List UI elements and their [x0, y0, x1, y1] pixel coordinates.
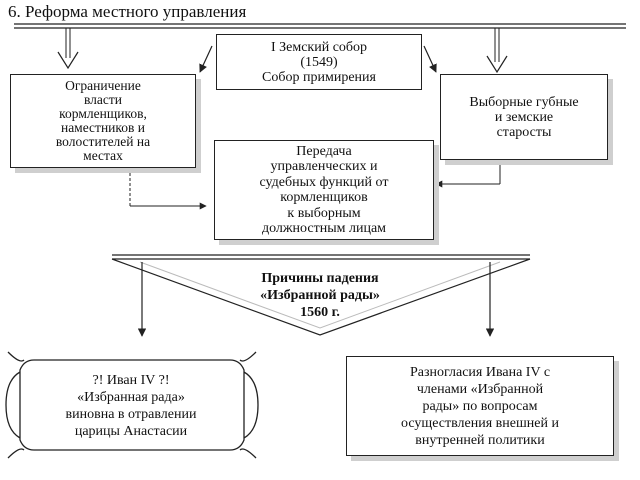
- cause-right-line-3: рады» по вопросам: [422, 398, 538, 414]
- center-box-line-6: должностным лицам: [261, 221, 387, 236]
- center-box-line-1: Передача: [296, 143, 352, 159]
- arrow-top-to-right-box: [486, 28, 508, 74]
- left-box: Ограничение власти кормленщиков, наместн…: [10, 74, 196, 168]
- center-box-line-5: к выборным: [287, 205, 361, 221]
- right-box-line-1: Выборные губные: [469, 94, 579, 110]
- cause-right-line-4: осуществления внешней и: [401, 415, 559, 431]
- sobor-box: I Земский собор (1549) Собор примирения: [216, 34, 422, 90]
- cause-left-text: ?! Иван IV ?! «Избранная рада» виновна в…: [18, 372, 244, 440]
- left-box-line-4: наместников и: [60, 120, 145, 135]
- right-box-line-3: старосты: [496, 124, 552, 140]
- cause-left-line-1: ?! Иван IV ?!: [92, 373, 170, 388]
- arrow-top-to-left-box: [57, 28, 79, 70]
- cause-left-line-3: виновна в отравлении: [65, 407, 197, 422]
- causes-label: Причины падения «Избранной рады» 1560 г.: [210, 270, 430, 321]
- causes-line-1: Причины падения: [261, 271, 379, 286]
- center-box-line-3: судебных функций от: [259, 174, 389, 190]
- top-bar: [14, 23, 626, 29]
- cause-left-line-4: царицы Анастасии: [74, 424, 188, 439]
- center-box-line-4: кормленщиков: [280, 190, 368, 205]
- cause-left-line-2: «Избранная рада»: [77, 390, 185, 405]
- sobor-line-3: Собор примирения: [262, 69, 376, 85]
- cause-right-box: Разногласия Ивана IV с членами «Избранно…: [346, 356, 614, 456]
- page-title: 6. Реформа местного управления: [8, 2, 247, 21]
- causes-line-3: 1560 г.: [300, 305, 340, 320]
- cause-left-cross-shape: [5, 359, 259, 451]
- sobor-line-1: I Земский собор: [270, 39, 368, 55]
- causes-line-2: «Избранной рады»: [260, 288, 380, 303]
- right-box: Выборные губные и земские старосты: [440, 74, 608, 160]
- causes-triangle: [111, 254, 531, 336]
- left-box-line-2: власти: [83, 92, 123, 107]
- right-box-line-2: и земские: [494, 109, 554, 125]
- left-box-line-5: волостителей на: [55, 134, 151, 149]
- left-box-line-6: местах: [83, 148, 123, 163]
- cause-right-line-2: членами «Избранной: [416, 381, 544, 397]
- left-box-line-3: кормленщиков,: [59, 106, 147, 121]
- arrow-sobor-to-right: [423, 45, 437, 73]
- connector-left-to-center: [129, 168, 207, 210]
- center-box: Передача управленческих и судебных функц…: [214, 140, 434, 240]
- left-box-line-1: Ограничение: [65, 78, 141, 93]
- cause-right-line-1: Разногласия Ивана IV с: [409, 364, 551, 380]
- arrow-sobor-to-left: [199, 45, 213, 73]
- sobor-line-2: (1549): [300, 54, 338, 70]
- connector-right-to-center: [435, 160, 501, 188]
- center-box-line-2: управленческих и: [270, 159, 378, 174]
- cause-right-line-5: внутренней политики: [415, 432, 545, 448]
- cause-left-cross-corners: [7, 351, 257, 459]
